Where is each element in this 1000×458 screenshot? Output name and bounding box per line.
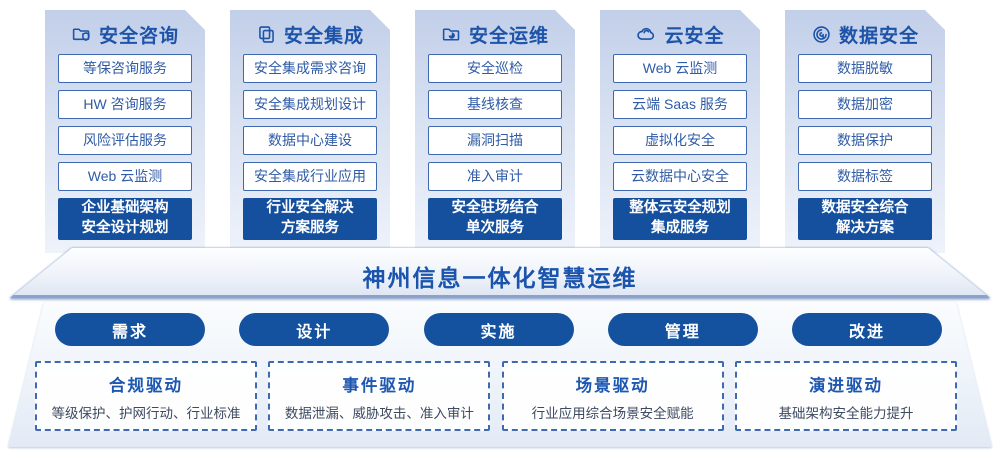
service-item: 等保咨询服务 [58, 54, 192, 83]
card-footer-line: 单次服务 [466, 220, 524, 236]
card-footer-line: 解决方案 [836, 220, 894, 236]
card-title: 安全运维 [468, 25, 549, 47]
fingerprint-circle-icon [811, 24, 832, 45]
service-card: 数据安全 数据脱敏数据加密数据保护数据标签 数据安全综合解决方案 [785, 10, 945, 253]
card-title: 安全集成 [283, 25, 364, 47]
driver-desc: 等级保护、护网行动、行业标准 [51, 406, 241, 421]
service-item: 安全集成需求咨询 [243, 54, 377, 83]
service-item: Web 云监测 [58, 162, 192, 191]
banner-platform: 神州信息一体化智慧运维 [0, 248, 1000, 298]
driver-box: 合规驱动 等级保护、护网行动、行业标准 [35, 361, 257, 431]
service-item: 云端 Saas 服务 [613, 90, 747, 119]
service-item: 安全巡检 [428, 54, 562, 83]
service-item: 云数据中心安全 [613, 162, 747, 191]
banner-title: 神州信息一体化智慧运维 [362, 265, 638, 291]
service-item: Web 云监测 [613, 54, 747, 83]
card-header: 数据安全 [785, 22, 945, 47]
copy-docs-icon [256, 24, 277, 45]
driver-desc: 行业应用综合场景安全赋能 [531, 406, 694, 421]
card-title: 数据安全 [838, 25, 919, 47]
service-item: 数据保护 [798, 126, 932, 155]
card-items: 数据脱敏数据加密数据保护数据标签 [785, 54, 945, 191]
card-footer-line: 安全设计规划 [81, 220, 169, 236]
card-footer: 整体云安全规划集成服务 [613, 198, 747, 240]
card-footer-line: 方案服务 [281, 220, 339, 236]
phase-pill: 改进 [792, 313, 942, 346]
folder-pie-icon [441, 24, 462, 45]
service-item: 数据标签 [798, 162, 932, 191]
card-footer: 企业基础架构安全设计规划 [58, 198, 192, 240]
driver-title: 合规驱动 [109, 377, 183, 395]
card-footer: 行业安全解决方案服务 [243, 198, 377, 240]
driver-title: 演进驱动 [808, 377, 883, 395]
card-items: Web 云监测云端 Saas 服务虚拟化安全云数据中心安全 [600, 54, 760, 191]
banner-platform-shape [10, 248, 990, 298]
driver-title: 事件驱动 [342, 377, 417, 395]
driver-boxes-row: 合规驱动 等级保护、护网行动、行业标准 事件驱动 数据泄漏、威胁攻击、准入审计 … [35, 361, 957, 431]
service-item: 数据中心建设 [243, 126, 377, 155]
card-header: 安全运维 [415, 22, 575, 47]
card-footer-line: 企业基础架构 [81, 200, 169, 217]
service-item: 虚拟化安全 [613, 126, 747, 155]
phase-pills-row: 需求 设计实施管理 改进 [55, 313, 942, 346]
phase-pill: 需求 [55, 313, 205, 346]
service-card: 安全咨询 等保咨询服务 HW 咨询服务风险评估服务 Web 云监测 企业基础架构安全… [45, 10, 205, 253]
card-header: 云安全 [600, 22, 760, 47]
service-item: 安全集成行业应用 [243, 162, 377, 191]
service-card: 云安全 Web 云监测云端 Saas 服务虚拟化安全云数据中心安全 整体云安全规… [600, 10, 760, 253]
card-footer-line: 数据安全综合 [821, 200, 909, 217]
card-footer-line: 集成服务 [651, 220, 709, 236]
service-item: HW 咨询服务 [58, 90, 192, 119]
driver-box: 事件驱动 数据泄漏、威胁攻击、准入审计 [268, 361, 491, 431]
service-item: 数据脱敏 [798, 54, 932, 83]
service-item: 安全集成规划设计 [243, 90, 377, 119]
card-items: 安全巡检基线核查漏洞扫描准入审计 [415, 54, 575, 191]
card-items: 安全集成需求咨询安全集成规划设计数据中心建设安全集成行业应用 [230, 54, 390, 191]
card-footer-line: 安全驻场结合 [451, 200, 539, 217]
card-items: 等保咨询服务 HW 咨询服务风险评估服务 Web 云监测 [45, 54, 205, 191]
service-item: 风险评估服务 [58, 126, 192, 155]
phase-pill: 设计 [239, 313, 390, 346]
card-title: 安全咨询 [98, 25, 179, 47]
driver-box: 场景驱动 行业应用综合场景安全赋能 [501, 361, 724, 431]
service-item: 基线核查 [428, 90, 562, 119]
service-item: 数据加密 [798, 90, 932, 119]
phase-pill: 管理 [607, 313, 758, 346]
card-header: 安全咨询 [45, 22, 205, 47]
banner-platform-edge [10, 295, 990, 298]
card-footer-line: 行业安全解决 [266, 200, 354, 217]
phase-pill: 实施 [423, 313, 574, 346]
card-footer-line: 整体云安全规划 [629, 200, 731, 217]
service-card: 安全运维 安全巡检基线核查漏洞扫描准入审计 安全驻场结合单次服务 [415, 10, 575, 253]
service-item: 准入审计 [428, 162, 562, 191]
card-header: 安全集成 [230, 22, 390, 47]
driver-title: 场景驱动 [575, 377, 650, 395]
cloud-icon [635, 23, 657, 45]
card-footer: 安全驻场结合单次服务 [428, 198, 562, 240]
service-item: 漏洞扫描 [428, 126, 562, 155]
card-footer: 数据安全综合解决方案 [798, 198, 932, 240]
folder-shield-icon [71, 24, 92, 45]
card-title: 云安全 [664, 25, 725, 47]
driver-desc: 数据泄漏、威胁攻击、准入审计 [284, 406, 474, 421]
service-card: 安全集成 安全集成需求咨询安全集成规划设计数据中心建设安全集成行业应用 行业安全… [230, 10, 390, 253]
driver-desc: 基础架构安全能力提升 [778, 406, 914, 421]
driver-box: 演进驱动 基础架构安全能力提升 [734, 361, 957, 431]
